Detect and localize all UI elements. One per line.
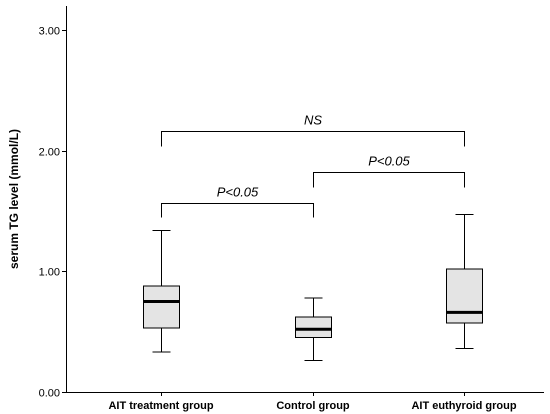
box-group [446,214,483,350]
iqr-box [143,285,180,329]
iqr-box [446,268,483,324]
y-ticks: 0.00 1.00 2.00 3.00 [39,26,66,400]
significance-label: P<0.05 [217,185,259,200]
bracket-line [161,131,465,147]
significance-label: P<0.05 [368,154,410,169]
bracket-line [313,172,465,188]
significance-bracket: NS [161,113,465,147]
bracket-line [161,203,314,218]
axes [66,6,544,396]
y-tick-label: 2.00 [39,147,60,159]
significance-brackets: NSP<0.05P<0.05 [161,113,465,218]
category-label: AIT euthyroid group [411,400,516,412]
y-axis-label: serum TG level (mmol/L) [7,129,21,269]
significance-label: NS [304,113,322,128]
box-group [143,229,180,353]
category-label: Control group [276,400,350,412]
y-tick-label: 0.00 [39,388,60,400]
y-tick-label: 3.00 [39,26,60,38]
boxes [143,214,483,362]
significance-bracket: P<0.05 [161,185,314,218]
category-labels: AIT treatment group Control group AIT euth… [108,400,516,412]
y-tick-label: 1.00 [39,267,60,279]
category-label: AIT treatment group [108,400,213,412]
significance-bracket: P<0.05 [313,154,465,188]
box-group [295,297,332,362]
iqr-box [295,316,332,339]
